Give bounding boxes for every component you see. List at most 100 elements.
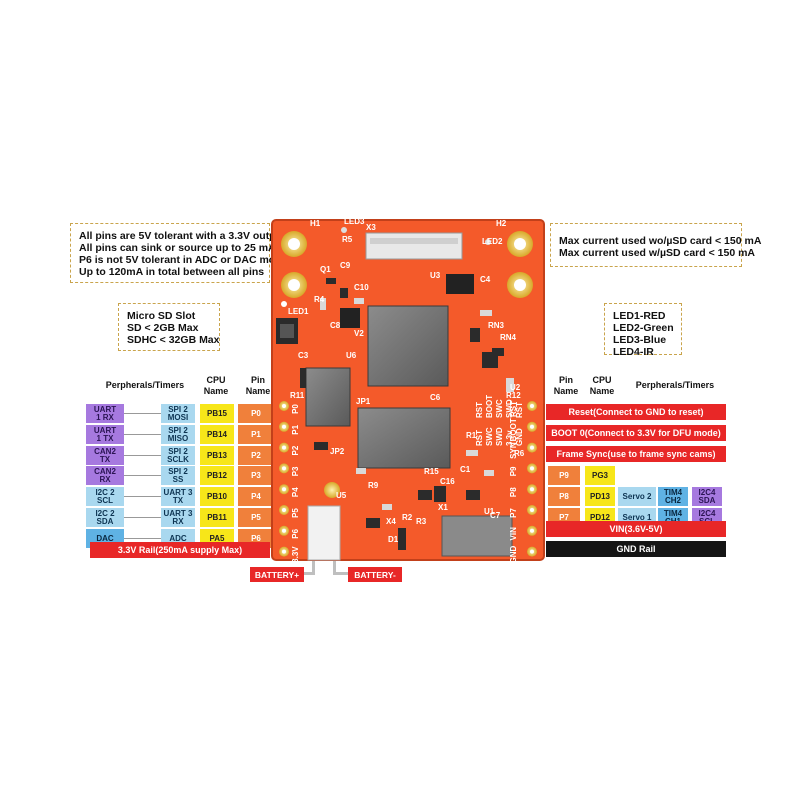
header-pin-hole xyxy=(282,528,286,533)
silk-label: D1 xyxy=(388,535,399,544)
note-line: Max current used w/µSD card < 150 mA xyxy=(559,247,755,259)
silk-label: U1 xyxy=(484,507,495,516)
silk-label: U5 xyxy=(336,491,347,500)
silk-label: X3 xyxy=(366,223,376,232)
note-line: Micro SD Slot xyxy=(127,310,196,322)
left-board-pin-label: P0 xyxy=(291,404,300,414)
led-1 xyxy=(281,301,287,307)
header-pin-hole xyxy=(282,404,286,408)
silk-label: R11 xyxy=(290,391,305,400)
silk-label: C6 xyxy=(430,393,441,402)
silk-label: C16 xyxy=(440,477,455,486)
right-i2c: I2C4 SDA xyxy=(692,487,722,506)
left-board-pin-label: P5 xyxy=(291,508,300,518)
left-board-pin-label: P1 xyxy=(291,424,300,434)
silk-label: U6 xyxy=(346,351,357,360)
header-pin-hole xyxy=(530,404,534,408)
mcu-chip xyxy=(367,305,449,387)
led-2 xyxy=(485,239,491,245)
smd-components xyxy=(300,278,504,550)
current-note: Max current used wo/µSD card < 150 mA Ma… xyxy=(550,223,761,267)
note-line: LED1-RED xyxy=(613,310,666,322)
note-line: SDHC < 32GB Max xyxy=(127,334,220,346)
right-cpu-name: PD13 xyxy=(585,487,615,506)
note-line: All pins can sink or source up to 25 mA xyxy=(79,242,276,254)
silk-label: R3 xyxy=(416,517,427,526)
right-timer: TIM4 CH2 xyxy=(658,487,688,506)
swd-label: SWD xyxy=(505,399,514,418)
left-cpu-name: PB13 xyxy=(200,446,234,465)
swd-label: RST xyxy=(475,430,484,446)
header-pin-hole xyxy=(282,487,286,492)
right-board-pin-label: BOOT xyxy=(509,418,518,441)
left-periph-header: Perpherals/Timers xyxy=(105,380,185,390)
left-cpu-name: PB11 xyxy=(200,508,234,527)
left-periph-secondary: SPI 2 SS xyxy=(161,466,195,485)
header-pin-hole xyxy=(530,549,534,554)
left-row-connector xyxy=(124,455,161,456)
silk-label: R6 xyxy=(514,449,525,458)
right-servo: Servo 2 xyxy=(618,487,656,506)
right-signal-bar: Reset(Connect to GND to reset) xyxy=(546,404,726,420)
pcb-substrate xyxy=(271,219,545,561)
header-pin-hole xyxy=(282,424,286,429)
silk-label: C8 xyxy=(330,321,341,330)
left-row-connector xyxy=(124,434,161,435)
left-board-pin-label: P3 xyxy=(291,466,300,476)
swd-label: BOOT xyxy=(485,395,494,418)
right-board-pin-label: P8 xyxy=(509,487,518,497)
right-board-pin-label: SYN xyxy=(509,442,518,459)
silk-label: R2 xyxy=(402,513,413,522)
silk-label: H2 xyxy=(496,219,507,228)
silk-label: H1 xyxy=(310,219,321,228)
led-note: LED1-RED LED2-Green LED3-Blue LED4-IR xyxy=(604,303,682,358)
silk-label: C7 xyxy=(490,511,501,520)
swd-label: RST xyxy=(475,402,484,418)
swd-label: SWD xyxy=(495,427,504,446)
note-line: All pins are 5V tolerant with a 3.3V out… xyxy=(79,230,286,242)
header-pin-hole xyxy=(282,508,286,512)
left-pin-header: Pin Name xyxy=(245,375,271,396)
small-chip xyxy=(446,274,474,294)
left-periph-primary: UART 1 RX xyxy=(86,404,124,423)
led-3 xyxy=(341,227,347,233)
silk-label: JP2 xyxy=(330,447,345,456)
left-row-connector xyxy=(124,517,161,518)
battery-connector xyxy=(307,505,341,561)
silk-label: JP1 xyxy=(356,397,371,406)
right-pin-name: P8 xyxy=(548,487,580,506)
left-cpu-name: PB14 xyxy=(200,425,234,444)
note-line: SD < 2GB Max xyxy=(127,322,199,334)
silk-label: C1 xyxy=(460,465,471,474)
passives xyxy=(320,298,514,510)
usb-connector xyxy=(441,515,513,557)
silk-label: X1 xyxy=(438,503,448,512)
left-row-connector xyxy=(124,413,161,414)
silk-label: R12 xyxy=(506,391,521,400)
left-periph-secondary: UART 3 RX xyxy=(161,508,195,527)
left-pin-name: P1 xyxy=(238,425,274,444)
left-pin-name: P3 xyxy=(238,466,274,485)
header-pin-hole xyxy=(282,466,286,471)
silk-label: LED1 xyxy=(288,307,309,316)
note-line: LED3-Blue xyxy=(613,334,667,346)
silk-label: RN3 xyxy=(488,321,505,330)
left-periph-primary: UART 1 TX xyxy=(86,425,124,444)
vin-rail: VIN(3.6V-5V) xyxy=(546,521,726,537)
silk-label: R9 xyxy=(368,481,379,490)
right-pin-header: Pin Name xyxy=(553,375,579,396)
right-board-pin-label: RST xyxy=(509,401,518,417)
silk-label: R15 xyxy=(424,467,439,476)
header-pin-hole xyxy=(282,445,286,450)
header-pin-hole xyxy=(530,487,534,492)
crystal xyxy=(340,308,360,328)
left-3v3-rail: 3.3V Rail(250mA supply Max) xyxy=(90,542,270,558)
left-board-pin-label: P4 xyxy=(291,487,300,497)
mounting-hole xyxy=(507,231,533,257)
right-cpu-header: CPU Name xyxy=(589,375,615,396)
silk-label: LED2 xyxy=(482,237,503,246)
left-pin-name: P2 xyxy=(238,446,274,465)
flash-chip xyxy=(305,367,351,427)
